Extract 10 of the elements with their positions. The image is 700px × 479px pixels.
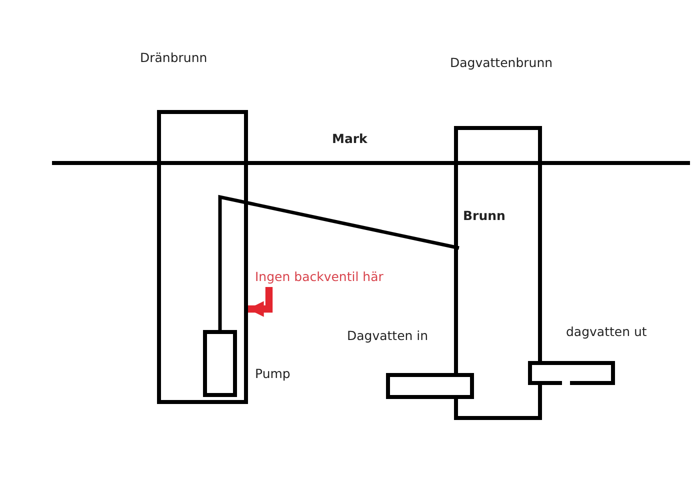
well-label: Dagvattenbrunn	[450, 55, 553, 70]
well-label: Dränbrunn	[140, 50, 208, 65]
arrow	[248, 287, 273, 317]
ground-label: Mark	[332, 131, 368, 146]
well-label: Brunn	[463, 208, 506, 223]
note-text: Ingen backventil här	[255, 269, 384, 284]
pipe	[218, 194, 460, 332]
pipe-label: dagvatten ut	[566, 324, 647, 339]
pump-label: Pump	[255, 366, 290, 381]
pipe-label: Dagvatten in	[347, 328, 428, 343]
